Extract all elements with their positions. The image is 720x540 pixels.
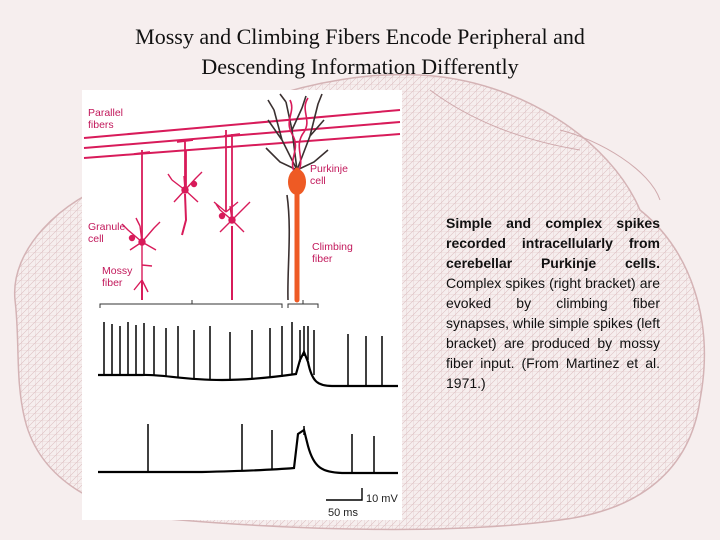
bracket-simple-spikes <box>99 300 283 308</box>
figure-caption: Simple and complex spikes recorded intra… <box>446 213 660 393</box>
label-granule-cell-2: cell <box>88 233 104 245</box>
label-parallel-fibers-2: fibers <box>88 119 114 131</box>
label-parallel-fibers-1: Parallel <box>88 107 123 119</box>
granule-cell-4 <box>213 201 239 213</box>
parallel-fibers <box>83 109 401 159</box>
label-mossy-fiber-2: fiber <box>102 277 123 289</box>
circuit-and-traces-diagram: Parallel fibers Purkinje cell Granule ce… <box>83 93 401 519</box>
slide-title-line-2: Descending Information Differently <box>201 54 519 79</box>
granule-cell-axons <box>133 130 241 242</box>
climbing-fiber-wrap <box>288 97 309 176</box>
label-purkinje-cell-1: Purkinje <box>310 163 348 175</box>
granule-cell-3 <box>215 201 251 233</box>
label-mossy-fiber-1: Mossy <box>102 265 133 277</box>
climbing-fiber-and-purkinje-axon <box>286 167 306 303</box>
caption-body: Complex spikes (right bracket) are evoke… <box>446 275 660 391</box>
scale-time-label: 50 ms <box>328 507 358 519</box>
granule-cell-1 <box>121 217 161 293</box>
granule-cell-2 <box>167 171 203 203</box>
scale-bar <box>326 488 363 501</box>
slide-title: Mossy and Climbing Fibers Encode Periphe… <box>60 22 660 82</box>
spike-trace-2 <box>98 424 398 475</box>
label-purkinje-cell-2: cell <box>310 175 326 187</box>
cerebellar-figure: Parallel fibers Purkinje cell Granule ce… <box>82 90 402 520</box>
mossy-fiber <box>141 193 233 300</box>
scale-voltage-label: 10 mV <box>366 493 398 505</box>
label-climbing-fiber-2: fiber <box>312 253 333 265</box>
spike-trace-1 <box>98 322 398 388</box>
label-climbing-fiber-1: Climbing <box>312 241 353 253</box>
label-granule-cell-1: Granule <box>88 221 126 233</box>
purkinje-dendrites <box>265 93 329 171</box>
bracket-complex-spikes <box>287 300 319 308</box>
slide-title-line-1: Mossy and Climbing Fibers Encode Periphe… <box>135 24 585 49</box>
caption-lead: Simple and complex spikes recorded intra… <box>446 215 660 271</box>
